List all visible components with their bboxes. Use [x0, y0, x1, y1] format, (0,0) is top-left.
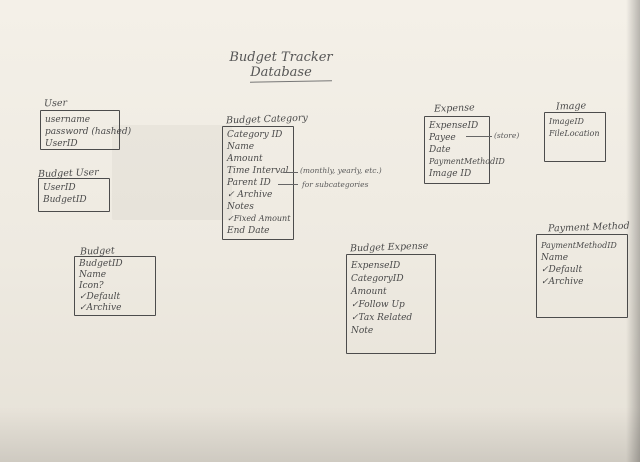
budget-category-field: ✓ Archive: [227, 190, 273, 200]
image-field: ImageID: [549, 117, 584, 126]
budget-field: Name: [79, 270, 107, 280]
budget-category-entity: Category ID Name Amount Time Interval Pa…: [222, 126, 294, 240]
budget-entity: BudgetID Name Icon? ✓Default ✓Archive: [74, 256, 156, 316]
budget-expense-field-list: ExpenseID CategoryID Amount ✓Follow Up ✓…: [351, 260, 431, 338]
budget-category-field: End Date: [227, 226, 270, 236]
budget-field: Icon?: [79, 281, 104, 291]
budget-field: BudgetID: [79, 259, 123, 269]
diagram-title: Budget Tracker Database: [226, 50, 336, 80]
budget-field: ✓Default: [79, 292, 121, 302]
expense-field: ExpenseID: [429, 121, 479, 131]
user-entity-title: User: [43, 97, 68, 110]
expense-field: Image ID: [429, 169, 472, 179]
photo-shadow-right: [626, 0, 640, 462]
budget-expense-field: Note: [351, 326, 374, 336]
image-entity-title: Image: [555, 100, 587, 113]
budget-category-field: Notes: [227, 202, 254, 212]
photo-shadow-bottom: [0, 407, 640, 462]
user-entity: username password (hashed) UserID: [40, 110, 132, 150]
image-field: FileLocation: [549, 129, 600, 138]
faint-bleed-through: [112, 125, 232, 220]
payment-method-field: ✓Archive: [541, 277, 584, 287]
budget-user-field-list: UserID BudgetID: [43, 182, 105, 206]
time-interval-note: (monthly, yearly, etc.): [300, 166, 382, 175]
user-field: UserID: [45, 139, 78, 149]
expense-field: Payee: [429, 133, 456, 143]
payee-connector: [466, 136, 492, 137]
title-line-2: Database: [250, 65, 312, 80]
payee-note: (store): [494, 131, 520, 140]
user-field: password (hashed): [45, 127, 132, 137]
budget-user-field: UserID: [43, 183, 76, 193]
budget-expense-field: ✓Tax Related: [351, 313, 413, 323]
budget-expense-entity: ExpenseID CategoryID Amount ✓Follow Up ✓…: [346, 254, 436, 354]
payment-method-field: PaymentMethodID: [541, 241, 617, 250]
budget-expense-field: Amount: [351, 287, 387, 297]
budget-user-field: BudgetID: [43, 195, 87, 205]
title-line-1: Budget Tracker: [229, 50, 333, 65]
image-field-list: ImageID FileLocation: [549, 116, 601, 140]
budget-expense-field: ExpenseID: [351, 261, 401, 271]
time-interval-connector: [284, 172, 298, 173]
payment-method-field: ✓Default: [541, 265, 583, 275]
payment-method-entity: PaymentMethodID Name ✓Default ✓Archive: [536, 234, 628, 318]
parent-id-note: for subcategories: [302, 180, 369, 189]
budget-category-field: Amount: [227, 154, 263, 164]
expense-field-list: ExpenseID Payee Date PaymentMethodID Ima…: [429, 120, 505, 180]
budget-user-entity: UserID BudgetID: [38, 178, 110, 212]
user-field-list: username password (hashed) UserID: [45, 114, 132, 150]
expense-entity: ExpenseID Payee Date PaymentMethodID Ima…: [424, 116, 505, 184]
budget-category-field: ✓Fixed Amount: [227, 214, 291, 223]
budget-category-field: Time Interval: [227, 166, 289, 176]
payment-method-field-list: PaymentMethodID Name ✓Default ✓Archive: [541, 240, 623, 288]
parent-id-connector: [278, 184, 298, 185]
budget-expense-field: CategoryID: [351, 274, 404, 284]
budget-field-list: BudgetID Name Icon? ✓Default ✓Archive: [79, 259, 151, 314]
budget-expense-field: ✓Follow Up: [351, 300, 405, 310]
image-entity: ImageID FileLocation: [544, 112, 606, 162]
payment-method-field: Name: [541, 253, 569, 263]
budget-category-field: Name: [227, 142, 255, 152]
budget-field: ✓Archive: [79, 303, 122, 313]
expense-field: Date: [429, 145, 451, 155]
user-field: username: [45, 115, 91, 125]
expense-entity-title: Expense: [433, 102, 475, 115]
budget-category-field-list: Category ID Name Amount Time Interval Pa…: [227, 129, 291, 237]
expense-field: PaymentMethodID: [429, 157, 505, 166]
budget-category-field: Parent ID: [227, 178, 271, 188]
budget-category-field: Category ID: [227, 130, 283, 140]
